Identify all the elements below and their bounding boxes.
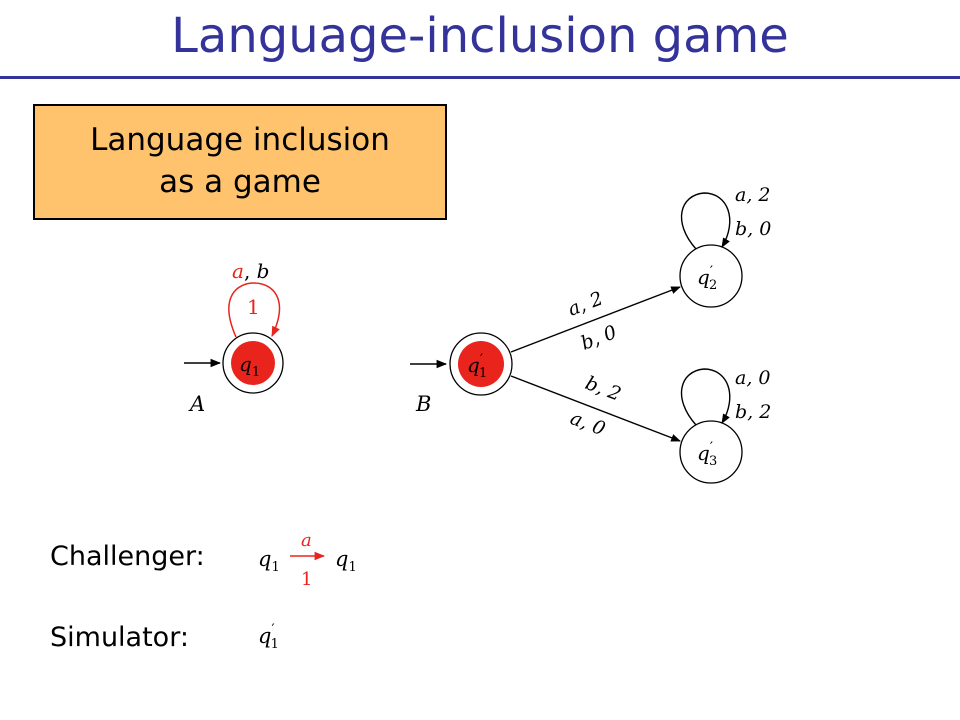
self-loop-q1	[228, 282, 281, 338]
challenger-move: q1 a 1 q1	[258, 530, 357, 590]
loop-label-q2p-2: b, 0	[735, 218, 771, 240]
challenger-letter: a	[301, 530, 312, 551]
challenger-weight: 1	[301, 569, 312, 590]
challenger-to-state: q1	[335, 547, 357, 575]
title-underline	[0, 76, 960, 79]
edge-label-q1p-q3p-2: a, 0	[567, 407, 608, 440]
automaton-b: q′1 q′2 q′3 a, 2 b, 0 b, 2 a, 0 a, 2 b, …	[410, 184, 771, 484]
state-q3p	[679, 420, 743, 484]
challenger-from-state: q1	[258, 547, 280, 575]
loop-label-ab: a, b	[232, 259, 269, 283]
simulator-state: q′1	[258, 622, 279, 652]
state-q1p-label: q′1	[467, 352, 487, 381]
simulator-label: Simulator:	[50, 622, 189, 653]
state-q2p	[679, 244, 743, 308]
self-loop-q3p	[680, 368, 731, 426]
self-loop-q2p	[680, 192, 731, 250]
callout-line-2: as a game	[159, 164, 321, 200]
automaton-a: q1 a, b 1 A	[184, 259, 284, 416]
edge-q1p-q3p	[510, 375, 681, 442]
state-q1-active	[231, 341, 275, 385]
edge-label-q1p-q2p-1: a, 2	[565, 287, 606, 320]
callout-box: Language inclusion as a game	[33, 104, 447, 220]
loop-weight: 1	[247, 295, 260, 319]
slide-title: Language-inclusion game	[171, 8, 789, 64]
state-q1-label: q1	[239, 352, 260, 380]
loop-label-q2p-1: a, 2	[735, 184, 771, 206]
state-q1p-active	[458, 341, 504, 387]
loop-label-q3p-1: a, 0	[735, 367, 771, 389]
loop-label-q3p-2: b, 2	[735, 401, 771, 423]
automaton-a-name: A	[188, 392, 205, 416]
state-q2p-label: q′2	[697, 264, 717, 293]
edge-q1p-q2p	[510, 286, 681, 353]
edge-label-q1p-q2p-2: b, 0	[578, 321, 620, 355]
edge-label-q1p-q3p-1: b, 2	[582, 372, 624, 406]
simulator-move: q′1	[258, 622, 279, 652]
automaton-b-name: B	[415, 392, 431, 416]
challenger-label: Challenger:	[50, 541, 205, 572]
callout-line-1: Language inclusion	[90, 122, 390, 159]
state-q3p-label: q′3	[697, 440, 717, 469]
